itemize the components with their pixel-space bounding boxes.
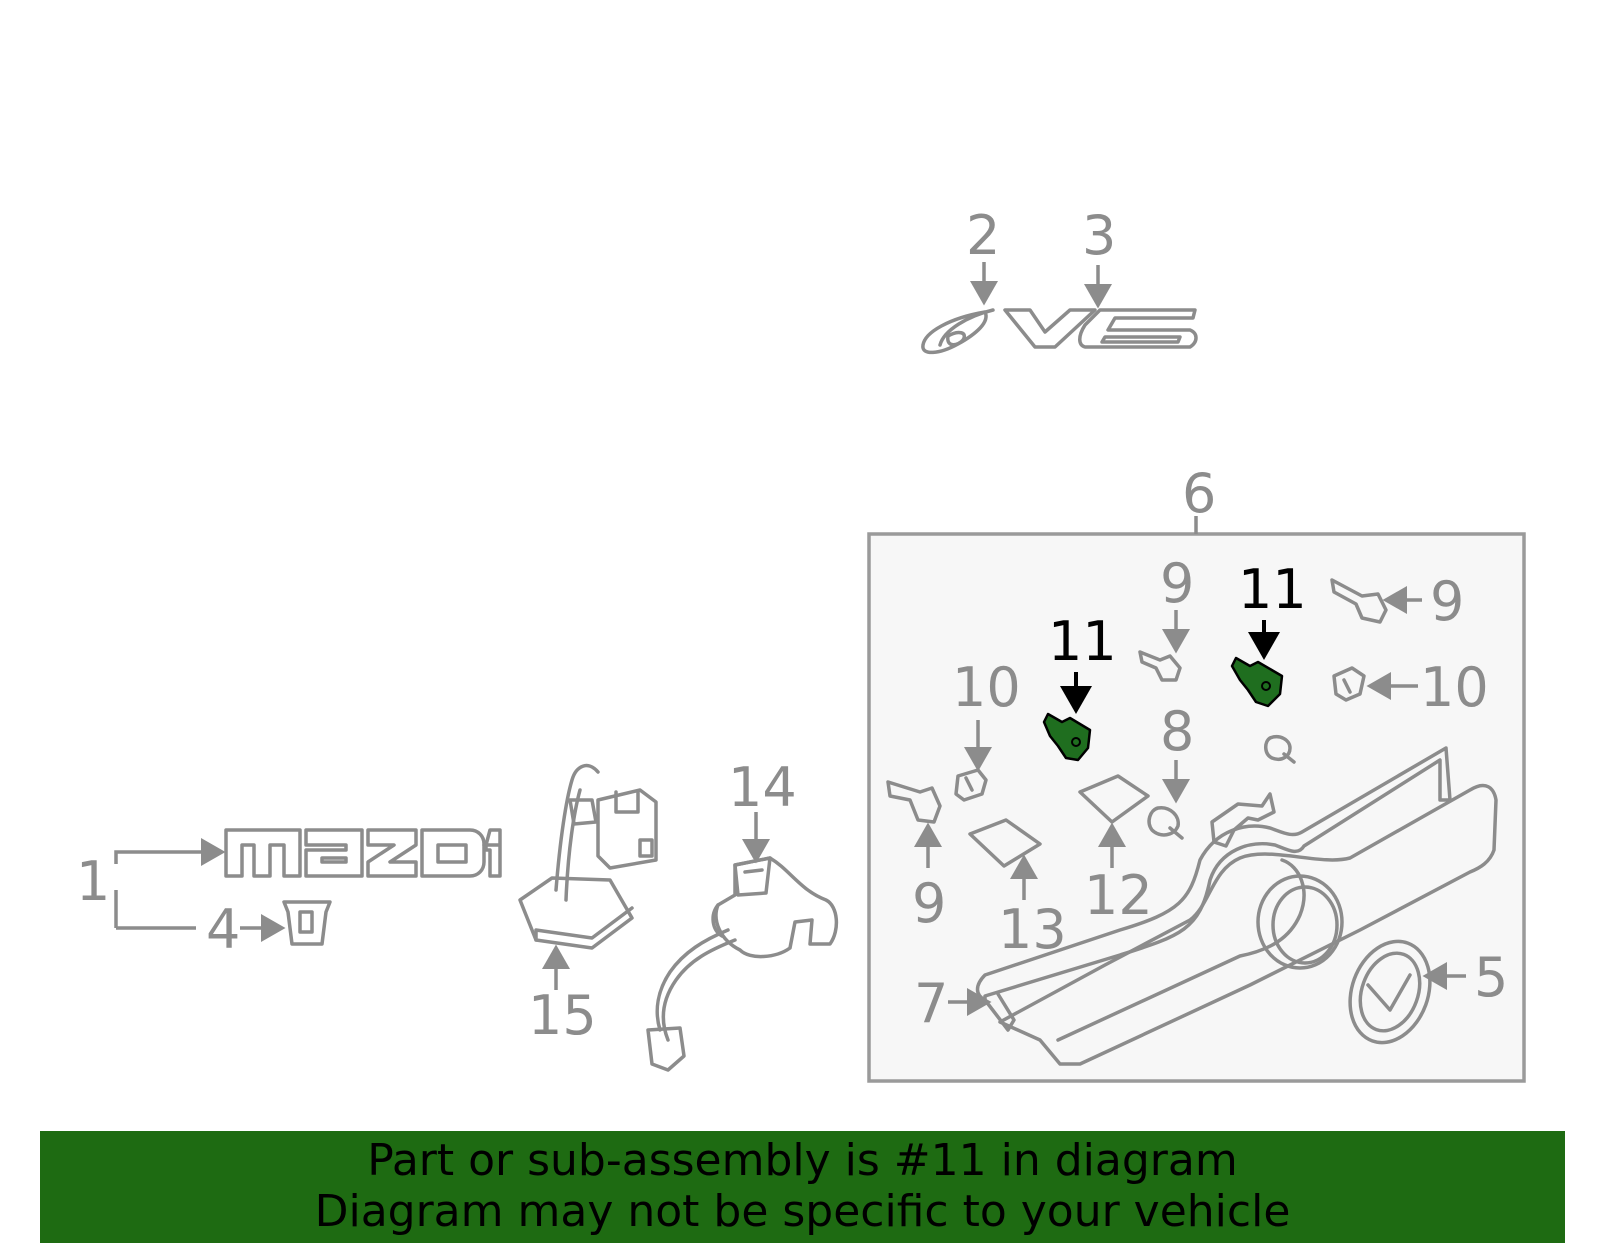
callout-9-center: 9 <box>1160 552 1194 615</box>
banner-line-2: Diagram may not be specific to your vehi… <box>314 1186 1291 1237</box>
retainer-clip-9-left <box>886 780 942 824</box>
bolt-8 <box>1147 806 1184 840</box>
callout-15: 15 <box>528 984 597 1047</box>
six-emblem <box>921 308 995 355</box>
callout-4: 4 <box>206 898 240 961</box>
highlighted-clip-11-left[interactable] <box>1042 712 1092 762</box>
mount-bracket <box>1210 792 1276 848</box>
callout-7: 7 <box>914 972 948 1035</box>
mazda-script-emblem <box>224 828 502 878</box>
callout-9-right: 9 <box>1430 570 1464 633</box>
highlighted-clip-11-right[interactable] <box>1230 656 1284 708</box>
callout-5: 5 <box>1474 946 1508 1009</box>
grille-assembly-box <box>867 532 1526 1083</box>
callout-12: 12 <box>1084 864 1153 927</box>
callout-13: 13 <box>998 898 1067 961</box>
callout-6: 6 <box>1182 462 1216 525</box>
bolt-upper <box>1264 735 1296 764</box>
callout-3: 3 <box>1082 204 1116 267</box>
upper-molding <box>975 746 1452 1032</box>
callout-8: 8 <box>1160 700 1194 763</box>
pad-13 <box>968 818 1042 868</box>
front-grille <box>998 783 1498 1066</box>
sensor-bracket <box>518 763 658 950</box>
callout-11-left: 11 <box>1048 610 1117 673</box>
callout-9-left: 9 <box>912 872 946 935</box>
callout-1: 1 <box>76 850 110 913</box>
retainer-clip-9-center <box>1138 650 1182 682</box>
callout-2: 2 <box>966 204 1000 267</box>
pad-12 <box>1078 774 1150 824</box>
camera-harness <box>646 856 839 1072</box>
clip-10-right <box>1332 666 1366 702</box>
grille-emblem <box>1348 939 1432 1045</box>
callout-10-right: 10 <box>1420 656 1489 719</box>
retainer-clip-9-right <box>1330 578 1388 624</box>
banner-line-1: Part or sub-assembly is #11 in diagram <box>367 1135 1238 1186</box>
callout-14: 14 <box>728 756 797 819</box>
callout-11-right: 11 <box>1238 558 1307 621</box>
emblem-clip <box>282 900 332 946</box>
v6-emblem <box>1003 308 1198 349</box>
callout-10-left: 10 <box>952 656 1021 719</box>
info-banner: Part or sub-assembly is #11 in diagram D… <box>40 1131 1565 1243</box>
